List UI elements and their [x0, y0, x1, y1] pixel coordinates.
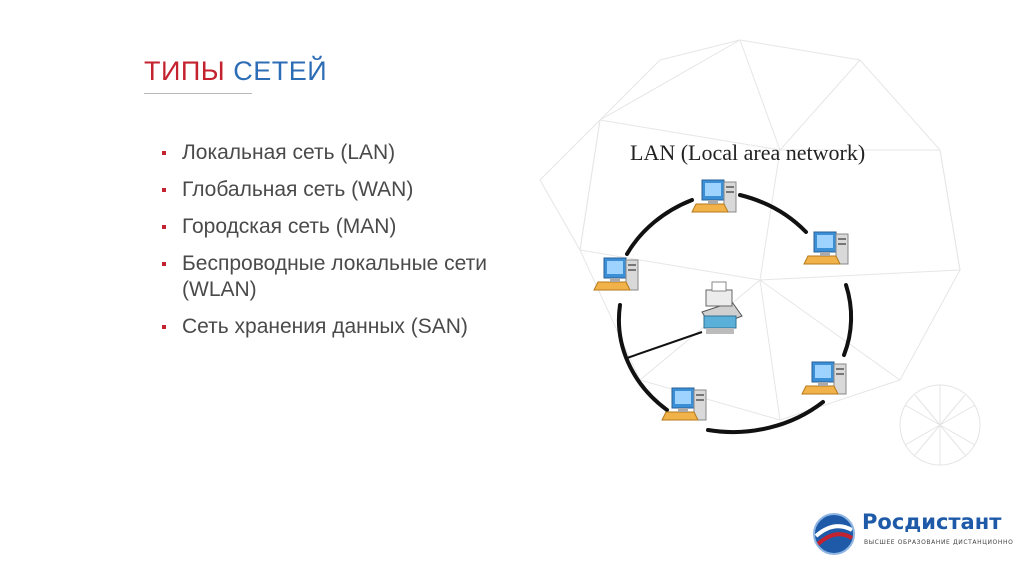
bullet-marker	[162, 225, 166, 229]
list-item-text: Сеть хранения данных (SAN)	[182, 315, 468, 338]
printer-link	[626, 331, 703, 359]
computer-top-icon	[691, 179, 737, 213]
lan-ring-diagram	[593, 179, 854, 435]
rosdistant-logo-icon	[813, 513, 855, 555]
logo-tagline: ВЫСШЕЕ ОБРАЗОВАНИЕ ДИСТАНЦИОННО	[864, 539, 1014, 546]
title-underline	[144, 93, 252, 94]
network-types-list: Локальная сеть (LAN) Глобальная сеть (WA…	[162, 140, 562, 351]
slide-title: ТИПЫ СЕТЕЙ	[144, 56, 327, 87]
list-item-text: Беспроводные локальные сети (WLAN)	[182, 252, 488, 301]
list-item: Глобальная сеть (WAN)	[162, 177, 562, 203]
printer-icon	[701, 281, 743, 334]
bullet-marker	[162, 262, 166, 266]
list-item: Сеть хранения данных (SAN)	[162, 314, 562, 340]
title-word-networks: СЕТЕЙ	[233, 56, 328, 86]
list-item-text: Городская сеть (MAN)	[182, 215, 397, 238]
computer-right-icon	[803, 231, 849, 265]
list-item: Беспроводные локальные сети (WLAN)	[162, 251, 562, 303]
list-item-text: Локальная сеть (LAN)	[182, 141, 396, 164]
computer-left-icon	[593, 257, 639, 291]
logo-name: Росдистант	[862, 510, 1002, 534]
computer-bottom-left-icon	[661, 387, 707, 421]
bullet-marker	[162, 325, 166, 329]
list-item: Городская сеть (MAN)	[162, 214, 562, 240]
computer-bottom-right-icon	[801, 361, 847, 395]
list-item: Локальная сеть (LAN)	[162, 140, 562, 166]
lan-diagram-title: LAN (Local area network)	[630, 140, 866, 165]
bullet-marker	[162, 151, 166, 155]
bullet-marker	[162, 188, 166, 192]
list-item-text: Глобальная сеть (WAN)	[182, 178, 414, 201]
title-word-types: ТИПЫ	[144, 56, 226, 86]
